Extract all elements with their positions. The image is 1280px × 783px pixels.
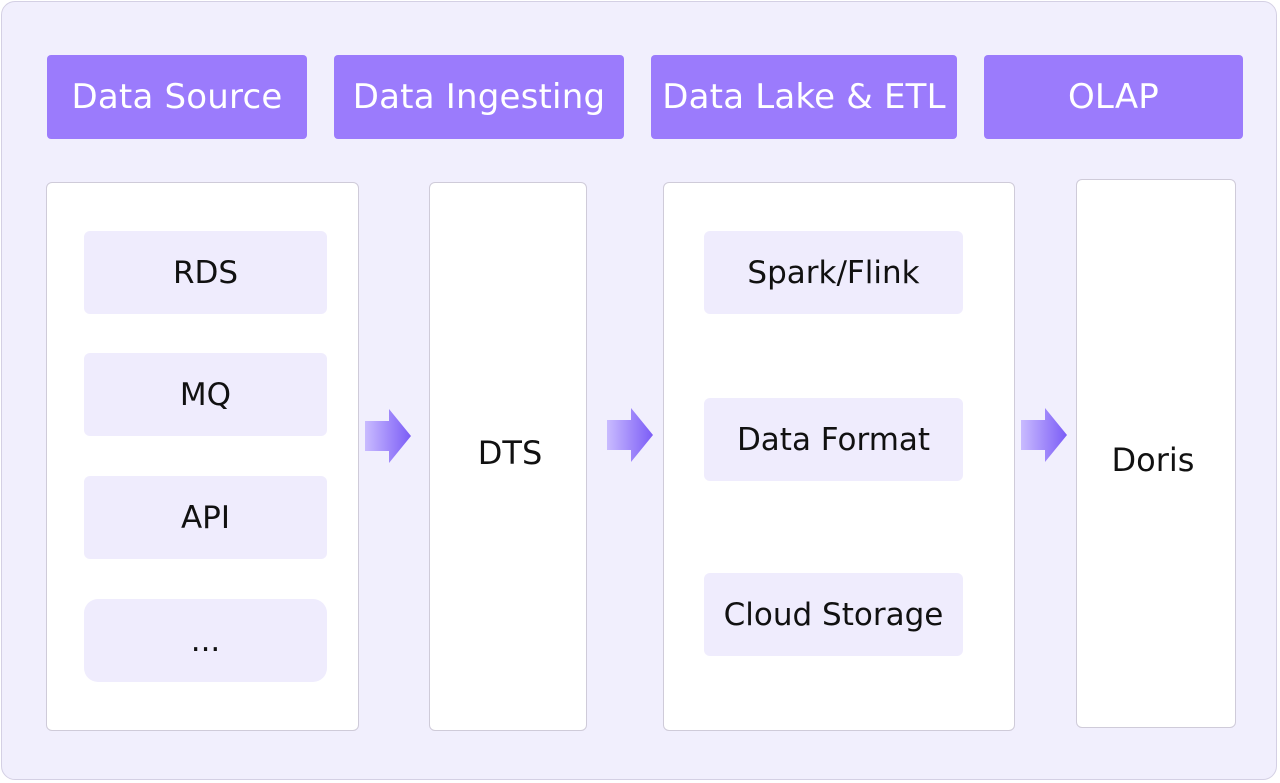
data-source-item-mq: MQ — [84, 353, 327, 436]
header-olap: OLAP — [984, 55, 1243, 139]
arrow-right-icon — [1021, 408, 1067, 462]
dts-label: DTS — [477, 434, 543, 472]
doris-label: Doris — [1111, 441, 1195, 479]
data-lake-item-cloud-storage: Cloud Storage — [704, 573, 963, 656]
data-lake-item-data-format: Data Format — [704, 398, 963, 481]
header-data-ingesting: Data Ingesting — [334, 55, 624, 139]
data-source-item-api: API — [84, 476, 327, 559]
data-lake-item-spark-flink: Spark/Flink — [704, 231, 963, 314]
data-source-item-more: ... — [84, 599, 327, 682]
data-ingesting-panel — [429, 182, 587, 731]
olap-panel — [1076, 179, 1236, 728]
data-source-item-rds: RDS — [84, 231, 327, 314]
header-data-source: Data Source — [47, 55, 307, 139]
header-data-lake-etl: Data Lake & ETL — [651, 55, 957, 139]
arrow-right-icon — [365, 409, 411, 463]
arrow-right-icon — [607, 408, 653, 462]
